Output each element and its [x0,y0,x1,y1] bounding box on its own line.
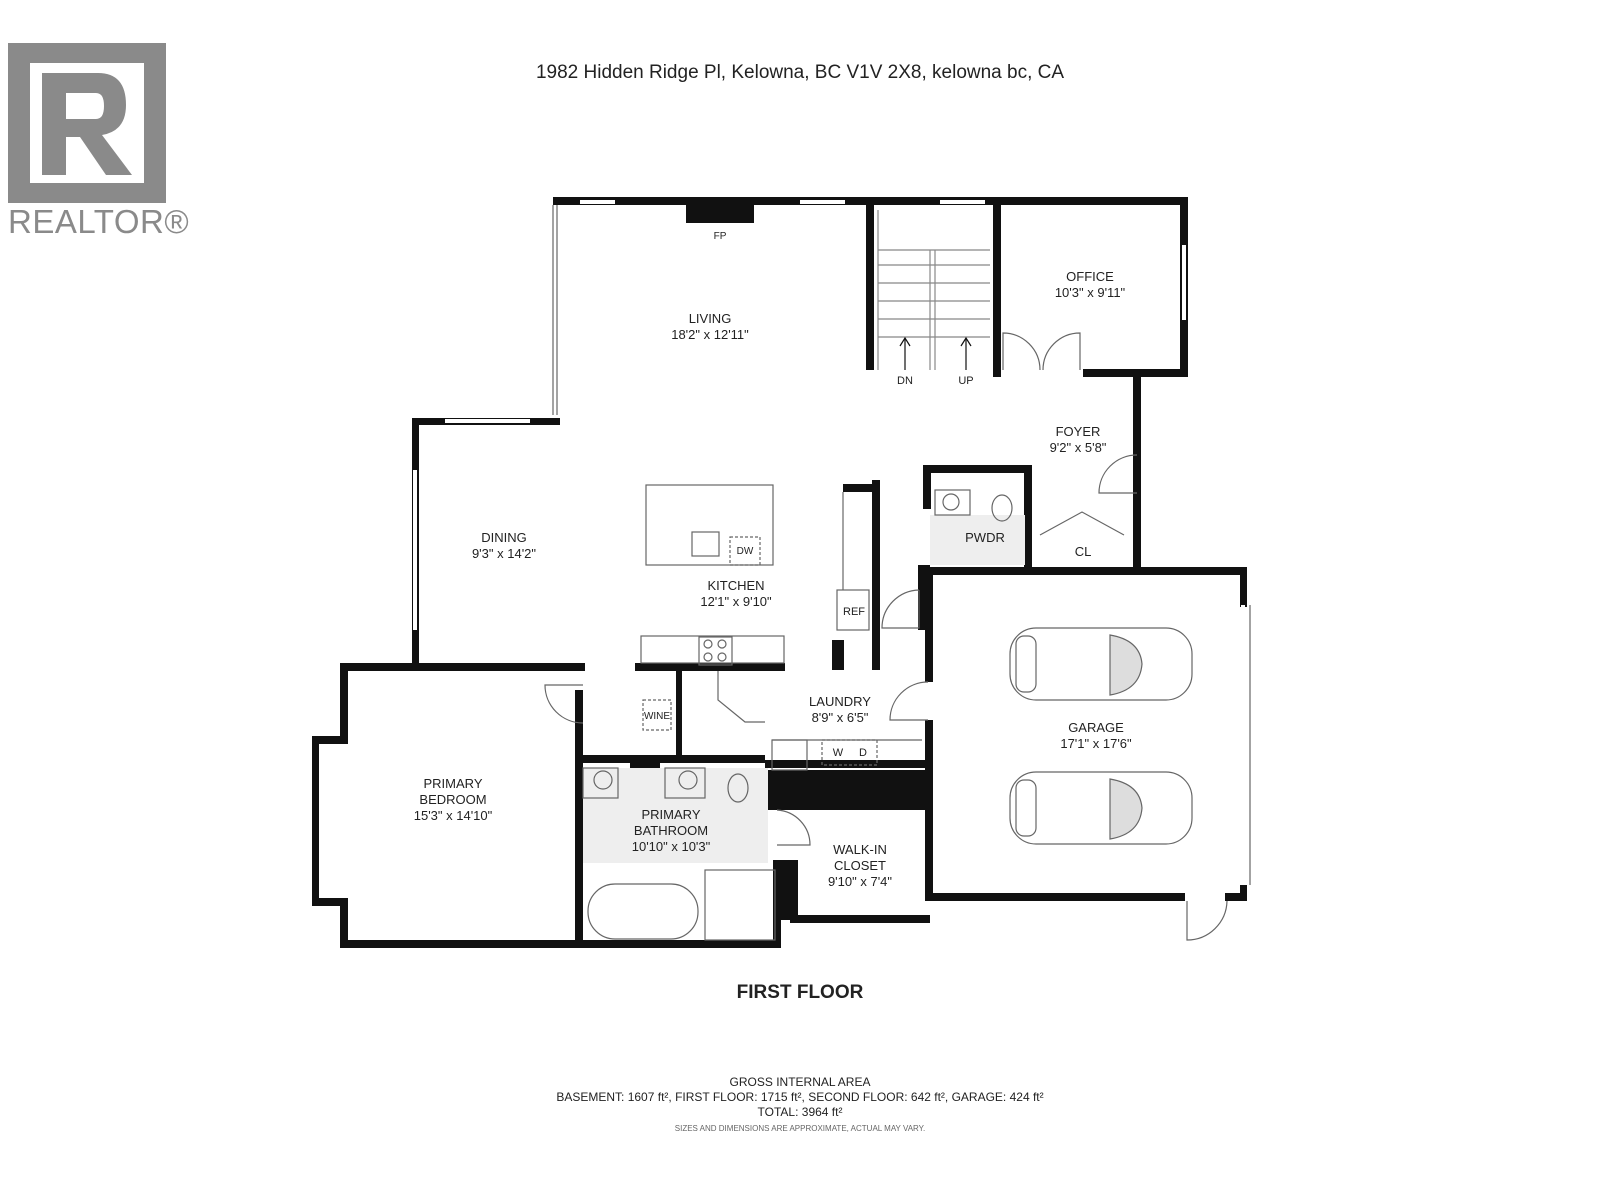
room-name: LAUNDRY [809,694,871,709]
car-icon [1009,771,1193,845]
washer-label: W [832,747,844,759]
walls [312,197,1247,948]
room-dimensions: 10'10" x 10'3" [631,839,711,854]
room-name: OFFICE [1066,269,1114,284]
room-name: BEDROOM [419,792,487,807]
fixtures-and-windows [413,200,1251,941]
refrigerator-label: REF [843,606,865,618]
room-dimensions: 12'1" x 9'10" [700,594,772,609]
room-name: PRIMARY [641,807,701,822]
wine-fridge-label: WINE [643,711,671,722]
stairs-up-label: UP [958,375,974,387]
room-closet: CL [1074,544,1092,559]
room-dimensions: 15'3" x 14'10" [413,808,493,823]
room-name: PRIMARY [423,776,483,791]
fireplace-label: FP [713,231,727,242]
area-total: TOTAL: 3964 ft² [757,1105,843,1119]
room-name: BATHROOM [633,823,709,838]
room-name: WALK-IN [833,842,887,857]
room-name: CLOSET [833,858,886,873]
property-address: 1982 Hidden Ridge Pl, Kelowna, BC V1V 2X… [535,62,1065,83]
room-dimensions: 18'2" x 12'11" [671,327,749,342]
area-title: GROSS INTERNAL AREA [729,1075,871,1089]
room-dimensions: 9'3" x 14'2" [471,546,537,561]
room-name: LIVING [688,311,732,326]
room-name: DINING [481,530,527,545]
stairs-down-label: DN [897,375,913,387]
room-name: KITCHEN [707,578,765,593]
room-dimensions: 9'10" x 7'4" [827,874,893,889]
area-breakdown: BASEMENT: 1607 ft², FIRST FLOOR: 1715 ft… [556,1090,1044,1104]
car-icon [1009,627,1193,701]
room-name: GARAGE [1068,720,1124,735]
disclaimer: SIZES AND DIMENSIONS ARE APPROXIMATE, AC… [674,1124,926,1133]
room-name: FOYER [1055,424,1101,439]
room-dimensions: 17'1" x 17'6" [1060,736,1132,751]
dryer-label: D [859,747,867,759]
room-pwdr: PWDR [965,530,1005,545]
room-dimensions: 8'9" x 6'5" [811,710,869,725]
room-dimensions: 10'3" x 9'11" [1054,285,1126,300]
floor-label: FIRST FLOOR [736,982,864,1003]
realtor-r-logo-icon [8,43,166,208]
realtor-wordmark: REALTOR® [8,203,190,240]
dishwasher-label: DW [736,546,754,557]
room-dimensions: 9'2" x 5'8" [1049,440,1107,455]
